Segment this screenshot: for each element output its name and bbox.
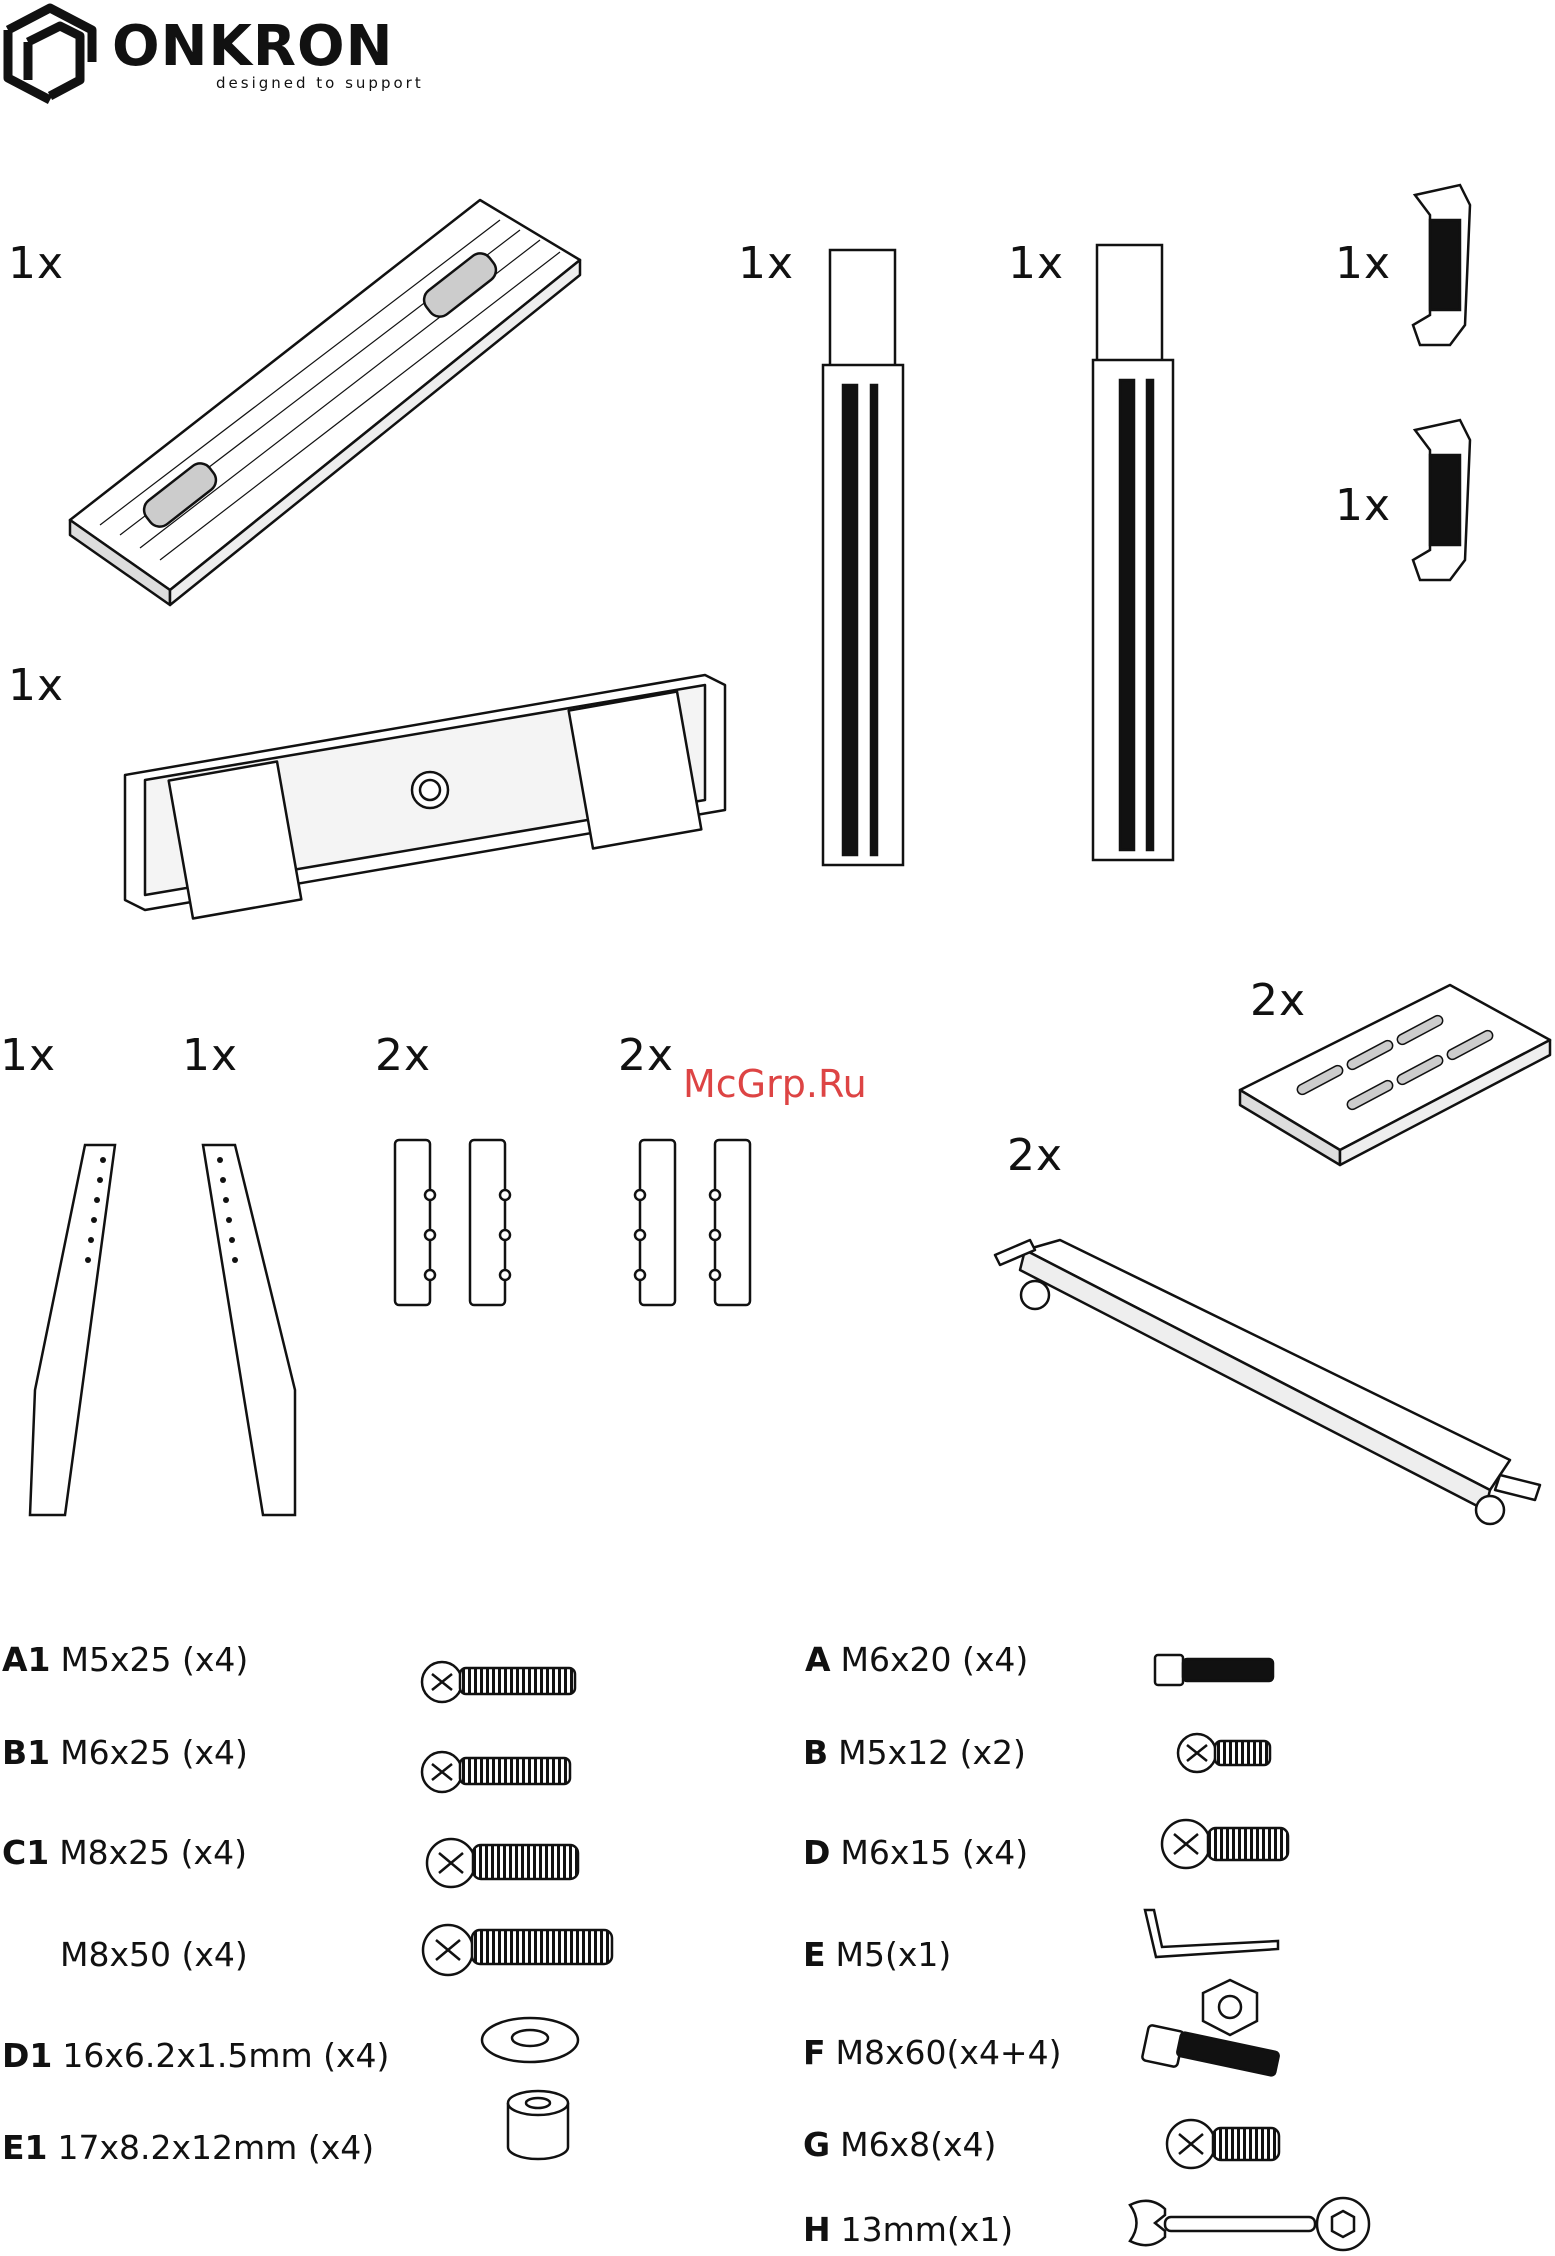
watermark: McGrp.Ru bbox=[683, 1062, 867, 1106]
hardware-left-1: B1 M6x25 (x4) bbox=[2, 1733, 248, 1772]
hardware-code: A1 bbox=[2, 1640, 51, 1679]
hardware-spec: M8x50 (x4) bbox=[60, 1935, 248, 1974]
qty-column-left: 1x bbox=[738, 238, 794, 289]
brand-tagline: designed to support bbox=[216, 74, 424, 92]
hardware-spec: M5x12 (x2) bbox=[838, 1733, 1026, 1772]
screw-c1-icon bbox=[425, 1825, 585, 1895]
qty-spacer-clips-a: 2x bbox=[375, 1030, 431, 1081]
hardware-spec: M6x8(x4) bbox=[840, 2125, 996, 2164]
qty-cable-clip-bottom: 1x bbox=[1335, 480, 1391, 531]
hardware-code: B1 bbox=[2, 1733, 50, 1772]
screw-d-icon bbox=[1160, 1810, 1295, 1875]
hardware-spec: M5(x1) bbox=[836, 1935, 952, 1974]
hardware-spec: M6x15 (x4) bbox=[840, 1833, 1028, 1872]
hardware-code: D bbox=[803, 1833, 830, 1872]
tv-bracket-frame-illustration bbox=[120, 670, 730, 920]
hardware-left-4: D1 16x6.2x1.5mm (x4) bbox=[2, 2036, 389, 2075]
qty-vesa-arm-left: 1x bbox=[0, 1030, 56, 1081]
hardware-right-3: E M5(x1) bbox=[803, 1935, 951, 1974]
hardware-right-6: H 13mm(x1) bbox=[803, 2210, 1013, 2249]
hardware-right-2: D M6x15 (x4) bbox=[803, 1833, 1028, 1872]
hardware-spec: M8x60(x4+4) bbox=[836, 2033, 1062, 2072]
cable-clip-top-illustration bbox=[1405, 175, 1485, 355]
cable-clip-bottom-illustration bbox=[1405, 410, 1485, 590]
hardware-right-0: A M6x20 (x4) bbox=[805, 1640, 1028, 1679]
hardware-code: A bbox=[805, 1640, 831, 1679]
hardware-left-5: E1 17x8.2x12mm (x4) bbox=[2, 2128, 374, 2167]
caster-base-illustration bbox=[990, 1230, 1550, 1530]
spacer-clips-a-illustration bbox=[385, 1135, 525, 1310]
hardware-right-1: B M5x12 (x2) bbox=[803, 1733, 1026, 1772]
hardware-code: E1 bbox=[2, 2128, 48, 2167]
hardware-code: D1 bbox=[2, 2036, 52, 2075]
washer-d1-icon bbox=[475, 2010, 585, 2070]
qty-column-right: 1x bbox=[1008, 238, 1064, 289]
spacer-e1-icon bbox=[500, 2085, 580, 2165]
screw-b1-icon bbox=[420, 1740, 580, 1800]
qty-cable-clip-top: 1x bbox=[1335, 238, 1391, 289]
hardware-left-0: A1 M5x25 (x4) bbox=[2, 1640, 248, 1679]
hardware-code: E bbox=[803, 1935, 826, 1974]
screw-f-icon bbox=[1140, 2020, 1285, 2090]
hardware-left-2: C1 M8x25 (x4) bbox=[2, 1833, 247, 1872]
qty-rail-plate: 1x bbox=[8, 238, 64, 289]
screw-g-icon bbox=[1165, 2110, 1285, 2175]
hardware-right-5: G M6x8(x4) bbox=[803, 2125, 996, 2164]
hardware-code: G bbox=[803, 2125, 830, 2164]
spacer-clips-b-illustration bbox=[630, 1135, 770, 1310]
column-left-illustration bbox=[815, 245, 915, 870]
shelf-illustration bbox=[1235, 980, 1555, 1170]
hardware-spec: M5x25 (x4) bbox=[61, 1640, 249, 1679]
vesa-arm-left-illustration bbox=[15, 1140, 125, 1520]
hardware-code: B bbox=[803, 1733, 828, 1772]
hardware-spec: 16x6.2x1.5mm (x4) bbox=[62, 2036, 389, 2075]
hardware-code: F bbox=[803, 2033, 826, 2072]
hardware-code: C1 bbox=[2, 1833, 49, 1872]
qty-vesa-arm-right: 1x bbox=[182, 1030, 238, 1081]
hardware-spec: 17x8.2x12mm (x4) bbox=[58, 2128, 375, 2167]
rail-plate-illustration bbox=[60, 180, 600, 620]
qty-tv-bracket-frame: 1x bbox=[8, 660, 64, 711]
allen-key-e-icon bbox=[1140, 1905, 1285, 1965]
qty-caster-base: 2x bbox=[1007, 1130, 1063, 1181]
qty-spacer-clips-b: 2x bbox=[618, 1030, 674, 1081]
hardware-left-3: M8x50 (x4) bbox=[50, 1935, 248, 1974]
hardware-spec: M8x25 (x4) bbox=[59, 1833, 247, 1872]
hardware-spec: 13mm(x1) bbox=[841, 2210, 1014, 2249]
screw-m8x50-icon bbox=[420, 1910, 620, 1985]
wrench-h-icon bbox=[1125, 2195, 1375, 2255]
column-right-illustration bbox=[1085, 240, 1185, 865]
hardware-spec: M6x20 (x4) bbox=[841, 1640, 1029, 1679]
vesa-arm-right-illustration bbox=[195, 1140, 305, 1520]
brand-name: ONKRON bbox=[112, 14, 393, 79]
hardware-spec: M6x25 (x4) bbox=[60, 1733, 248, 1772]
onkron-logo-icon bbox=[0, 0, 100, 105]
hardware-code: H bbox=[803, 2210, 831, 2249]
screw-b-icon bbox=[1175, 1725, 1275, 1780]
screw-a-icon bbox=[1150, 1645, 1280, 1695]
hardware-right-4: F M8x60(x4+4) bbox=[803, 2033, 1061, 2072]
screw-a1-icon bbox=[420, 1650, 580, 1710]
